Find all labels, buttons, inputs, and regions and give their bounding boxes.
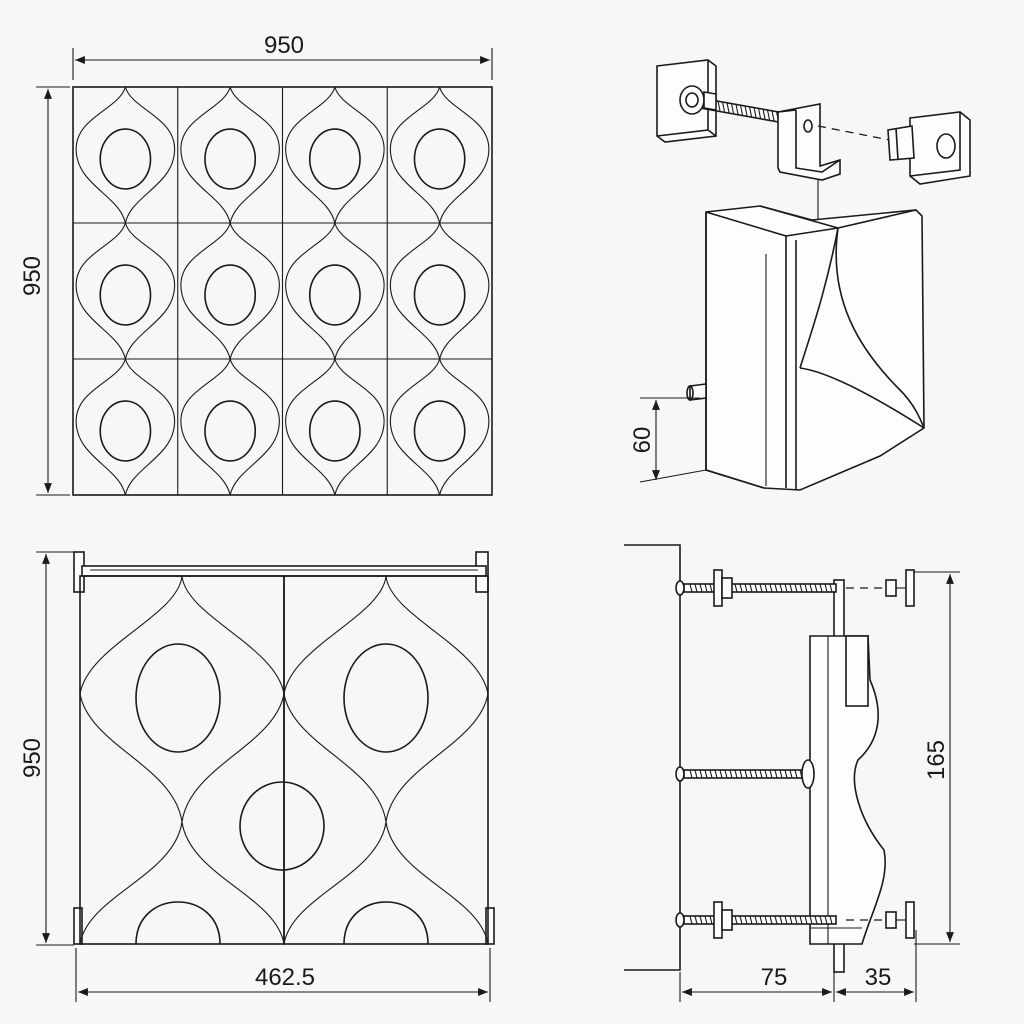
tile-oval (413, 264, 466, 326)
panel-tile-left (79, 575, 285, 945)
threaded-rod (675, 759, 815, 789)
tile-wave-outline (75, 222, 176, 360)
tile-oval (308, 400, 361, 462)
l-bracket (777, 103, 841, 181)
panel-half-oval (343, 901, 429, 945)
tile-wave-outline (285, 86, 385, 224)
section-height-label: 165 (923, 740, 950, 780)
panel-oval (239, 781, 325, 871)
tile-wave-outline (180, 86, 280, 224)
threaded-rod (675, 901, 915, 939)
panel-width-label: 462.5 (255, 964, 315, 991)
dowel-pin (686, 383, 707, 401)
threaded-rod (679, 85, 791, 125)
wall-line (624, 544, 681, 971)
tile-oval (99, 128, 152, 190)
section-depth-a-label: 75 (761, 964, 788, 991)
front-view: 950 950 (19, 32, 493, 496)
panel-height-dimension: 950 (19, 551, 74, 946)
panel-wave-outline (283, 693, 489, 945)
section-height-dimension: 165 (914, 571, 960, 945)
panel-oval (343, 643, 429, 753)
tile-wave-outline (285, 222, 385, 360)
front-width-dimension: 950 (72, 32, 493, 80)
panel-half-oval (135, 901, 221, 945)
tile-wave-outline (389, 86, 490, 224)
offset-label: 60 (629, 427, 656, 454)
panel-width-dimension: 462.5 (75, 948, 491, 1002)
tile-wave-outline (180, 358, 280, 496)
bottom-clip-left (73, 907, 83, 945)
panel-oval (135, 643, 221, 753)
panel-tile-right (283, 575, 489, 945)
tile-section-block (705, 205, 925, 491)
offset-dimension: 60 (629, 397, 707, 483)
tile-wave-outline (180, 222, 280, 360)
panel-wave-outline (79, 575, 285, 695)
tile-wave-outline (389, 222, 490, 360)
bracket-detail: 60 (629, 59, 971, 491)
tile-oval (204, 128, 257, 190)
panel-pattern (79, 575, 489, 945)
panel-wave-outline (79, 693, 285, 945)
front-tile-grid (73, 86, 492, 496)
tile-wave-outline (389, 358, 490, 496)
front-width-label: 950 (264, 32, 304, 59)
tile-body-section (809, 635, 886, 945)
section-depth-dimension: 75 35 (679, 930, 917, 1002)
tile-wave-outline (75, 86, 176, 224)
bottom-clip-right (485, 907, 495, 945)
tile-oval (99, 264, 152, 326)
panel-height-label: 950 (19, 738, 46, 778)
mounting-rods (675, 569, 915, 939)
tile-oval (308, 264, 361, 326)
tile-oval (413, 400, 466, 462)
threaded-rod (675, 569, 915, 607)
front-height-label: 950 (19, 256, 46, 296)
tile-wave-outline (75, 358, 176, 496)
panel-wave-outline (283, 575, 489, 695)
clamp-block (887, 111, 971, 185)
section-depth-b-label: 35 (865, 964, 892, 991)
panel-view: 950 462.5 (19, 551, 495, 1002)
front-height-dimension: 950 (19, 86, 70, 496)
tile-oval (204, 264, 257, 326)
side-section: 165 75 35 (624, 544, 960, 1002)
top-rail (73, 551, 489, 593)
tile-oval (99, 400, 152, 462)
tile-wave-outline (285, 358, 385, 496)
tile-oval (413, 128, 466, 190)
tile-oval (204, 400, 257, 462)
tile-oval (308, 128, 361, 190)
